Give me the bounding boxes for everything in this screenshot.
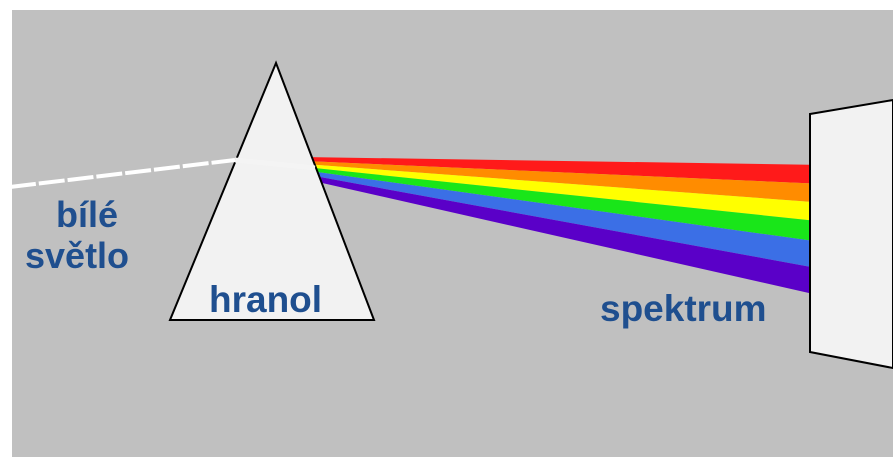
white-light-label-line2: světlo [25, 235, 130, 276]
screen [809, 98, 893, 370]
white-light-beam [9, 158, 236, 189]
white-light-label-line1: bílé [56, 194, 119, 235]
spectrum-band-red [238, 156, 893, 187]
prism-label: hranol [209, 279, 323, 320]
spectrum-band-orange [238, 158, 893, 208]
spectrum-band-violet [238, 162, 893, 312]
prism-triangle [168, 60, 376, 321]
spectrum-label: spektrum [600, 288, 767, 329]
spectrum-band-green [238, 160, 893, 252]
spectrum-beams [238, 156, 893, 312]
spectrum-band-yellow [238, 159, 893, 229]
spectrum-band-blue [238, 161, 893, 282]
refracted-white-beam [234, 157, 316, 171]
